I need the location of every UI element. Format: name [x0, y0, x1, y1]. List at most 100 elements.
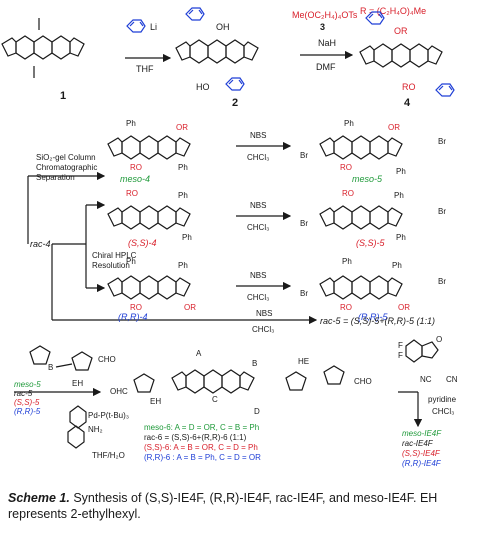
compound-2: OH HO 2 — [175, 7, 259, 109]
solvent-label: THF/H₂O — [92, 451, 125, 460]
nbs-b: NBS — [250, 201, 266, 210]
boronate-cho: CHO — [98, 355, 116, 364]
ro-top-b2: RO — [342, 189, 354, 198]
ph-bot-a2: Ph — [396, 167, 406, 176]
catalyst-label: Pd-P(t-Bu)₃ — [88, 411, 129, 420]
product-rr: (R,R)-IE4F — [402, 459, 442, 468]
ss-4-label: (S,S)-4 — [128, 238, 157, 248]
ro-a2: RO — [340, 163, 352, 172]
pyridine-label: pyridine — [428, 395, 457, 404]
label-d: D — [254, 407, 260, 416]
br-left-b: Br — [300, 219, 308, 228]
scheme-caption: Scheme 1. Synthesis of (S,S)-IE4F, (R,R)… — [8, 490, 472, 522]
ph-top-b: Ph — [178, 191, 188, 200]
silica-line-2: Chromatographic — [36, 163, 97, 172]
ph-bot-b2: Ph — [396, 233, 406, 242]
rac-4-label: rac-4 — [30, 239, 51, 249]
br-right-c: Br — [438, 277, 446, 286]
input-rac5: rac-5 — [14, 389, 33, 398]
boronate-b: B — [48, 363, 53, 372]
ss-4-row: RO Ph Ph (S,S)-4 NBS CHCl₃ Br RO Ph Ph B… — [107, 189, 446, 248]
f-bottom: F — [398, 351, 403, 360]
rac-5-step: NBS CHCl₃ rac-5 = (S,S)-5+(R,R)-5 (1:1) — [252, 309, 435, 334]
eh-left: EH — [150, 397, 161, 406]
dmf-label: DMF — [316, 62, 336, 72]
chcl3-a: CHCl₃ — [247, 153, 269, 162]
compound-4-label: 4 — [404, 97, 411, 109]
input-ss5: (S,S)-5 — [14, 398, 40, 407]
or-bot-c2: OR — [398, 303, 410, 312]
boronate-eh: EH — [72, 379, 83, 388]
br-left-c: Br — [300, 289, 308, 298]
cho-right: CHO — [354, 377, 372, 386]
or-label: OR — [394, 26, 408, 36]
ohc-left: OHC — [110, 387, 128, 396]
o-label: O — [436, 335, 442, 344]
reagent-3: Me(OC₂H₄)₄OTs — [292, 10, 358, 20]
input-meso5: meso-5 — [14, 380, 41, 389]
compound-6: OHC EH A C B D HE CHO meso-6: A = D = OR… — [110, 349, 372, 462]
ro-bot-c: RO — [130, 303, 142, 312]
step1-condition: THF — [136, 64, 154, 74]
ic-condensation: F F O NC CN pyridine CHCl₃ meso-IE4F rac… — [398, 335, 458, 468]
silica-line-1: SiO₂-gel Column — [36, 153, 96, 162]
def-ss6: (S,S)-6: A = B = OR, C = D = Ph — [144, 443, 258, 452]
ph-top-c: Ph — [126, 257, 136, 266]
or-bot-c: OR — [184, 303, 196, 312]
label-b: B — [252, 359, 257, 368]
caption-lead: Scheme 1. — [8, 491, 70, 505]
chcl3-c: CHCl₃ — [247, 293, 269, 302]
meso-5-label: meso-5 — [352, 174, 383, 184]
label-a: A — [196, 349, 202, 358]
nbs-d: NBS — [256, 309, 272, 318]
compound-1: 1 — [1, 18, 85, 102]
silica-note: SiO₂-gel Column Chromatographic Separati… — [30, 153, 137, 270]
hplc-line-1: Chiral HPLC — [92, 251, 137, 260]
ph-top-a2: Ph — [344, 119, 354, 128]
rr-4-label: (R,R)-4 — [118, 312, 148, 322]
ro-top-b: RO — [126, 189, 138, 198]
ro-label: RO — [402, 82, 416, 92]
compound-1-label: 1 — [60, 90, 66, 102]
meso-4-row: Ph OR RO Ph meso-4 NBS CHCl₃ Br Ph OR RO… — [107, 119, 446, 184]
oh-label: OH — [216, 22, 230, 32]
def-rac6: rac-6 = (S,S)-6+(R,R)-6 (1:1) — [144, 433, 247, 442]
rr-5-label: (R,R)-5 — [358, 312, 388, 322]
ph-top-a: Ph — [126, 119, 136, 128]
br-right-a: Br — [438, 137, 446, 146]
cn-label: CN — [446, 375, 458, 384]
compound-2-label: 2 — [232, 97, 238, 109]
product-meso: meso-IE4F — [402, 429, 442, 438]
input-rr5: (R,R)-5 — [14, 407, 41, 416]
ph-top-c-right: Ph — [178, 261, 188, 270]
ro-a: RO — [130, 163, 142, 172]
nc-label: NC — [420, 375, 432, 384]
compound-4: R = (C₂H₄O)₄Me OR RO 4 — [359, 6, 455, 109]
rac-5-equation: rac-5 = (S,S)-5+(R,R)-5 (1:1) — [320, 316, 435, 326]
product-rac: rac-IE4F — [402, 439, 434, 448]
def-rr6: (R,R)-6 : A = B = Ph, C = D = OR — [144, 453, 261, 462]
step2-arrow: Me(OC₂H₄)₄OTs 3 NaH DMF — [292, 10, 358, 72]
nah-label: NaH — [318, 38, 336, 48]
suzuki-reagents: B CHO EH meso-5 rac-5 (S,S)-5 (R,R)-5 Pd… — [14, 345, 129, 460]
ho-label: HO — [196, 82, 210, 92]
ph-top-c2: Ph — [342, 257, 352, 266]
ro-bot-c2: RO — [340, 303, 352, 312]
step1-arrow: Li THF — [125, 19, 172, 74]
hplc-line-2: Resolution — [92, 261, 130, 270]
ss-5-label: (S,S)-5 — [356, 238, 385, 248]
r-definition: R = (C₂H₄O)₄Me — [360, 6, 426, 16]
f-top: F — [398, 341, 403, 350]
rr-4-row: Ph Ph RO OR (R,R)-4 NBS CHCl₃ Br Ph Ph R… — [107, 257, 446, 322]
product-ss: (S,S)-IE4F — [402, 449, 441, 458]
ph-bot-b: Ph — [182, 233, 192, 242]
reagent-3-number: 3 — [320, 22, 325, 32]
ph-bot-a: Ph — [178, 163, 188, 172]
meso-4-label: meso-4 — [120, 174, 150, 184]
branch-lines — [27, 171, 318, 325]
label-c: C — [212, 395, 218, 404]
he-label: HE — [298, 357, 309, 366]
ph-top-c2-right: Ph — [392, 261, 402, 270]
caption-text: Synthesis of (S,S)-IE4F, (R,R)-IE4F, rac… — [8, 491, 438, 521]
